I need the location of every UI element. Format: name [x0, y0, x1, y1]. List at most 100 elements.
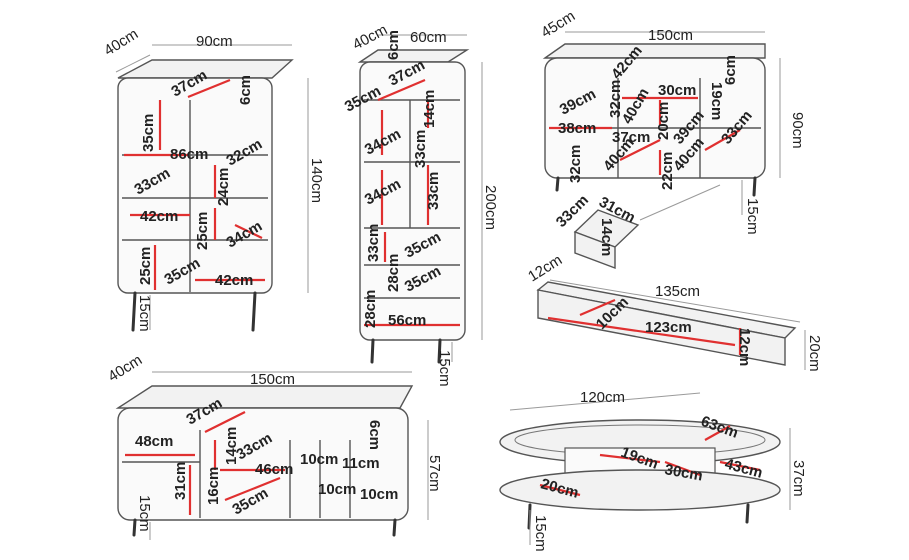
dimension-label: 14cm: [598, 218, 615, 256]
measure-mark: [619, 139, 661, 161]
dimension-label: 86cm: [170, 146, 208, 163]
dimension-label: 19cm: [708, 82, 725, 120]
cabinet-narrow-leg: [370, 338, 375, 364]
cabinet-narrow-body: [359, 61, 466, 341]
dimension-label: 60cm: [410, 29, 447, 46]
dimension-label: 14cm: [421, 90, 438, 128]
dimension-label: 15cm: [744, 198, 761, 235]
measure-mark: [204, 411, 246, 433]
dimension-line: [639, 184, 721, 221]
dimension-label: 20cm: [806, 335, 823, 372]
coffee-table-leg: [745, 503, 750, 524]
measure-mark: [224, 476, 281, 502]
dimension-label: 33cm: [425, 172, 442, 210]
dimension-label: 40cm: [105, 352, 145, 386]
dimension-label: 6cm: [722, 55, 739, 85]
dimension-label: 30cm: [658, 82, 696, 99]
dimension-label: 56cm: [388, 312, 426, 329]
measure-mark: [539, 483, 581, 497]
dimension-label: 24cm: [215, 168, 232, 206]
tv-unit: 40cm 150cm 37cm 6cm 48cm 14cm 33cm 46cm …: [105, 352, 443, 540]
dimension-label: 42cm: [140, 208, 178, 225]
dimension-label: 38cm: [558, 120, 596, 137]
dimension-label: 15cm: [532, 515, 549, 552]
dimension-label: 15cm: [136, 295, 153, 332]
dimension-label: 32cm: [567, 145, 584, 183]
sideboard-high-leg: [555, 176, 560, 192]
measure-mark: [599, 453, 661, 464]
cabinet-tall-leg: [131, 291, 137, 332]
cabinet-tall-body: [117, 77, 273, 294]
dimension-label: 46cm: [255, 461, 293, 478]
sideboard-high-leg: [752, 176, 757, 197]
dimension-label: 22cm: [659, 152, 676, 190]
dimension-label: 6cm: [237, 75, 254, 105]
dimension-label: 12cm: [736, 328, 753, 366]
dimension-label: 16cm: [205, 467, 222, 505]
dimension-label: 15cm: [136, 495, 153, 532]
dimension-label: 48cm: [135, 433, 173, 450]
dimension-label: 31cm: [172, 462, 189, 500]
measure-mark: [664, 460, 701, 477]
tv-unit-top: [115, 385, 414, 409]
measure-mark: [704, 425, 731, 441]
dimension-label: 150cm: [648, 27, 693, 44]
cabinet-narrow-leg: [437, 338, 442, 364]
dimension-label: 37cm: [790, 460, 807, 497]
cabinet-tall-leg: [251, 291, 257, 332]
dimension-label: 15cm: [436, 350, 453, 387]
dimension-label: 32cm: [607, 80, 624, 118]
dimension-line: [549, 279, 801, 323]
wall-shelf: 12cm 135cm 10cm 123cm 12cm 20cm: [525, 252, 823, 372]
dimension-label: 10cm: [318, 481, 356, 498]
dimension-label: 20cm: [655, 102, 672, 140]
measure-mark: [547, 316, 736, 347]
measure-mark: [234, 224, 263, 239]
cabinet-narrow: 40cm 60cm 6cm 37cm 35cm 14cm 34cm 33cm 3…: [342, 21, 499, 386]
drawer-front: [574, 230, 616, 270]
dimension-label: 6cm: [385, 30, 402, 60]
measure-mark: [579, 298, 616, 317]
dimension-label: 28cm: [385, 254, 402, 292]
dimension-label: 33cm: [412, 130, 429, 168]
tv-unit-leg: [132, 518, 137, 537]
dimension-label: 6cm: [366, 420, 383, 450]
coffee-table: 120cm 63cm 19cm 30cm 43cm 20cm 37cm 15cm: [499, 389, 807, 552]
dimension-label: 57cm: [426, 455, 443, 492]
measure-mark: [704, 129, 741, 151]
dimension-label: 25cm: [194, 212, 211, 250]
dimension-label: 45cm: [538, 8, 578, 42]
dimension-label: 90cm: [196, 33, 233, 50]
dimension-label: 11cm: [342, 455, 380, 472]
dimension-label: 123cm: [645, 319, 692, 336]
drawer: 31cm 33cm 14cm: [553, 192, 640, 270]
dimension-label: 14cm: [223, 427, 240, 465]
coffee-table-base: [499, 469, 781, 511]
dimension-label: 35cm: [140, 114, 157, 152]
dimension-label: 120cm: [580, 389, 625, 406]
dimension-line: [509, 392, 701, 411]
dimension-label: 140cm: [308, 158, 325, 203]
dimension-label: 40cm: [101, 26, 141, 60]
dimension-label: 28cm: [362, 290, 379, 328]
dimension-label: 12cm: [525, 252, 565, 286]
cabinet-tall: 40cm 90cm 37cm 6cm 35cm 86cm 32cm 33cm 2…: [101, 26, 325, 332]
dimension-label: 150cm: [250, 371, 295, 388]
dimension-line: [115, 54, 151, 73]
dimension-label: 90cm: [789, 112, 806, 149]
dimension-label: 25cm: [137, 247, 154, 285]
tv-unit-leg: [392, 518, 397, 537]
dimension-label: 200cm: [482, 185, 499, 230]
dimension-label: 30cm: [663, 461, 704, 484]
dimension-label: 42cm: [215, 272, 253, 289]
dimension-label: 10cm: [300, 451, 338, 468]
dimension-label: 10cm: [360, 486, 398, 503]
dimension-label: 135cm: [655, 283, 700, 300]
measure-mark: [377, 78, 426, 102]
measure-mark: [187, 78, 231, 99]
measure-mark: [719, 460, 761, 472]
dimension-label: 33cm: [365, 224, 382, 262]
shelf-front: [537, 289, 786, 366]
dimension-label: 37cm: [612, 129, 650, 146]
